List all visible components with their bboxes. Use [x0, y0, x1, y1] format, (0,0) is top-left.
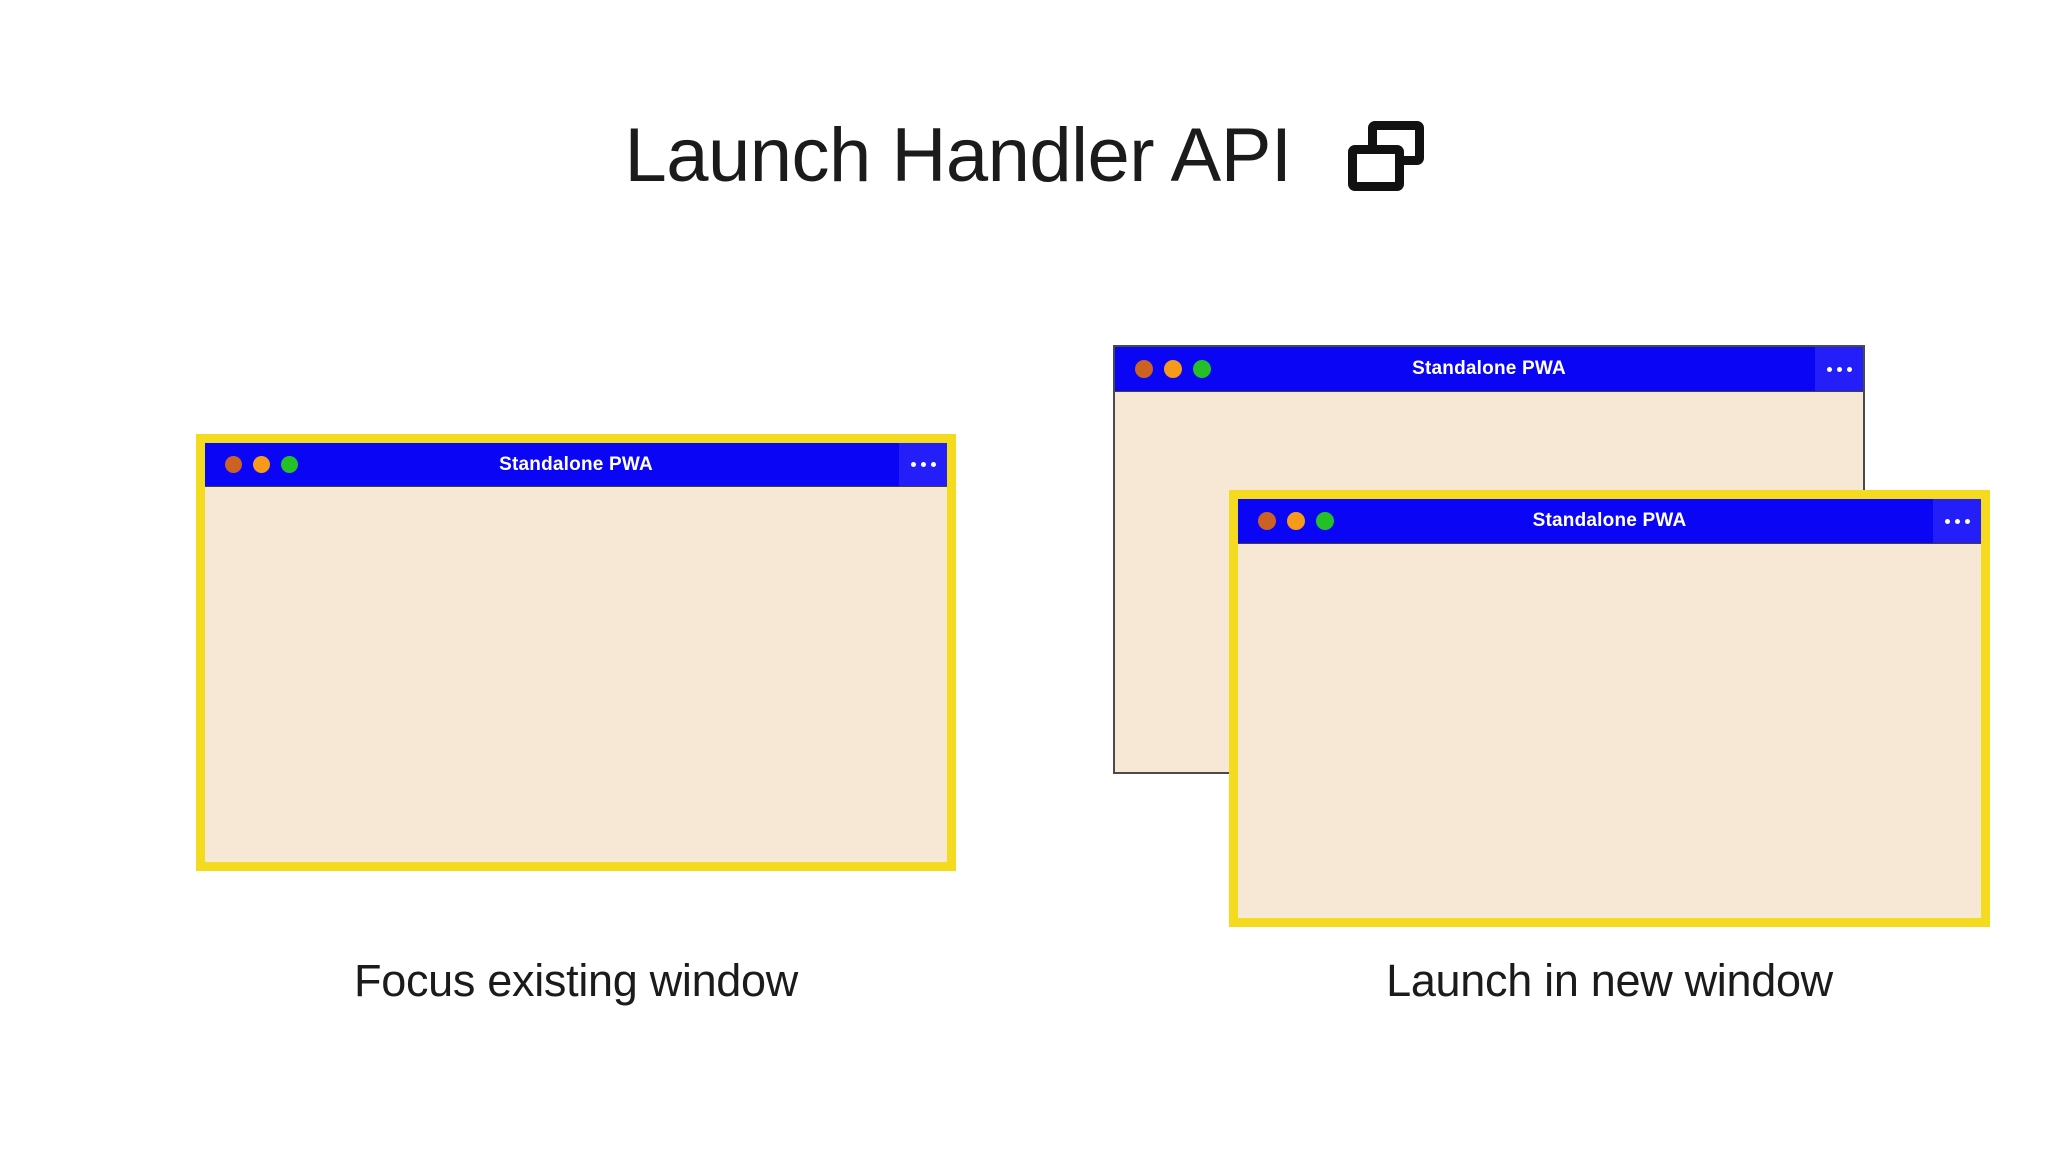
close-button-icon[interactable]: [225, 456, 242, 473]
maximize-button-icon[interactable]: [1193, 360, 1211, 378]
minimize-button-icon[interactable]: [1164, 360, 1182, 378]
window-outline-front-icon: [1347, 145, 1404, 191]
more-options-button[interactable]: [1815, 347, 1863, 391]
more-options-button[interactable]: [899, 443, 947, 486]
ellipsis-dot-icon: [930, 462, 936, 467]
ellipsis-dot-icon: [920, 462, 926, 467]
traffic-light-controls: [1135, 360, 1211, 378]
pwa-window-focused[interactable]: Standalone PWA: [196, 434, 956, 871]
ellipsis-dot-icon: [910, 462, 916, 467]
ellipsis-dot-icon: [1846, 366, 1852, 372]
caption-launch-in-new-window: Launch in new window: [1386, 955, 1833, 1006]
multiple-windows-icon: [1347, 121, 1424, 191]
more-options-button[interactable]: [1933, 499, 1981, 543]
ellipsis-dot-icon: [1954, 518, 1960, 524]
ellipsis-dot-icon: [1826, 366, 1832, 372]
minimize-button-icon[interactable]: [1287, 512, 1305, 530]
window-content-area[interactable]: [1238, 543, 1981, 918]
window-frame: Standalone PWA: [1238, 499, 1981, 918]
ellipsis-dot-icon: [1944, 518, 1950, 524]
window-title: Standalone PWA: [1412, 358, 1566, 379]
ellipsis-dot-icon: [1964, 518, 1970, 524]
window-title: Standalone PWA: [499, 453, 653, 475]
caption-focus-existing-window: Focus existing window: [354, 955, 798, 1006]
close-button-icon[interactable]: [1135, 360, 1153, 378]
close-button-icon[interactable]: [1258, 512, 1276, 530]
window-frame: Standalone PWA: [205, 443, 947, 862]
minimize-button-icon[interactable]: [253, 456, 270, 473]
window-title-bar[interactable]: Standalone PWA: [1238, 499, 1981, 543]
maximize-button-icon[interactable]: [1316, 512, 1334, 530]
window-title-bar[interactable]: Standalone PWA: [1115, 347, 1863, 391]
traffic-light-controls: [1258, 512, 1334, 530]
ellipsis-dot-icon: [1836, 366, 1842, 372]
pwa-window-new[interactable]: Standalone PWA: [1229, 490, 1990, 927]
page-header: Launch Handler API: [0, 118, 2048, 194]
traffic-light-controls: [225, 456, 298, 473]
window-content-area[interactable]: [205, 486, 947, 862]
page-title: Launch Handler API: [624, 113, 1292, 198]
window-title-bar[interactable]: Standalone PWA: [205, 443, 947, 486]
window-title: Standalone PWA: [1532, 510, 1687, 531]
maximize-button-icon[interactable]: [281, 456, 298, 473]
